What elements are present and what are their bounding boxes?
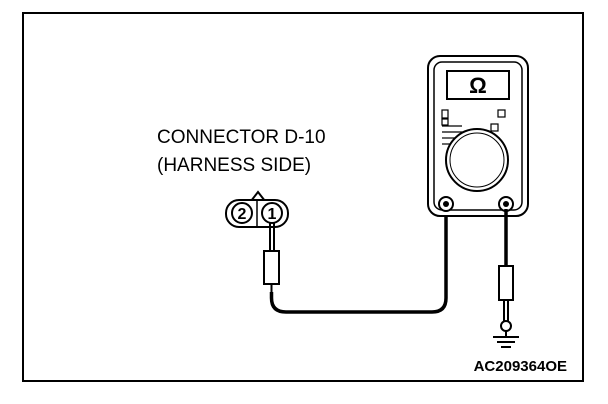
range-button-left-2 [441,118,449,126]
connector-label-line2: (HARNESS SIDE) [157,155,311,176]
svg-text:1: 1 [268,206,277,223]
lead-wire-to-connector [269,207,448,314]
connector-pin-2: 2 [231,202,253,224]
figure-frame [22,12,584,382]
svg-text:2: 2 [238,206,247,223]
range-button-right-top [497,109,506,118]
figure-code: AC209364OE [474,358,567,375]
meter-jack-left [438,196,454,212]
harness-connector: 2 1 [225,190,289,228]
test-probe-ground [498,265,514,332]
ohm-symbol: Ω [469,73,487,98]
selector-dial [445,128,509,192]
ground-icon [493,331,519,348]
connector-label-line1: CONNECTOR D-10 [157,127,326,148]
connector-pin-1: 1 [261,202,283,224]
test-probe-connector [263,223,280,292]
meter-jack-right [498,196,514,212]
range-button-right [490,123,499,132]
meter-display: Ω [446,70,510,100]
ohmmeter: Ω [427,55,529,217]
range-button-left [441,109,449,119]
